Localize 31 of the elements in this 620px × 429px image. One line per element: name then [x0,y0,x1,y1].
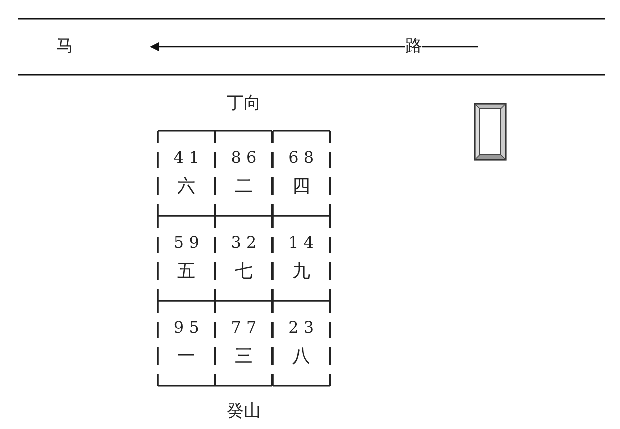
road-label: 马 [56,38,74,56]
palace-cell [272,301,330,386]
palace-cell [158,131,216,216]
digit-pair: 2 3 [288,320,314,336]
chinese-numeral: 一 [178,348,196,366]
digit-pair: 9 5 [174,320,200,336]
digit-pair: 7 7 [231,320,257,336]
direction-label: 丁向 [227,96,261,112]
digit-pair: 4 1 [174,150,200,166]
chinese-numeral: 四 [292,178,310,196]
palace-cell [272,216,330,301]
digit-pair: 1 4 [288,235,314,251]
chinese-numeral: 八 [292,348,310,366]
digit-pair: 8 6 [231,150,257,166]
digit-pair: 6 8 [288,150,314,166]
direction-label: 癸山 [227,404,261,420]
chinese-numeral: 五 [178,263,196,281]
palace-cell [158,301,216,386]
palace-cell [215,216,273,301]
digit-pair: 3 2 [231,235,257,251]
palace-cell [272,131,330,216]
chinese-numeral: 六 [178,178,196,196]
digit-pair: 5 9 [174,235,200,251]
chinese-numeral: 二 [234,178,253,196]
palace-cell [158,216,216,301]
chinese-numeral: 七 [234,263,253,281]
chinese-numeral: 九 [292,263,310,281]
road-label: 路 [406,38,422,56]
palace-cell [215,301,273,386]
palace-cell [215,131,273,216]
chinese-numeral: 三 [234,348,253,366]
